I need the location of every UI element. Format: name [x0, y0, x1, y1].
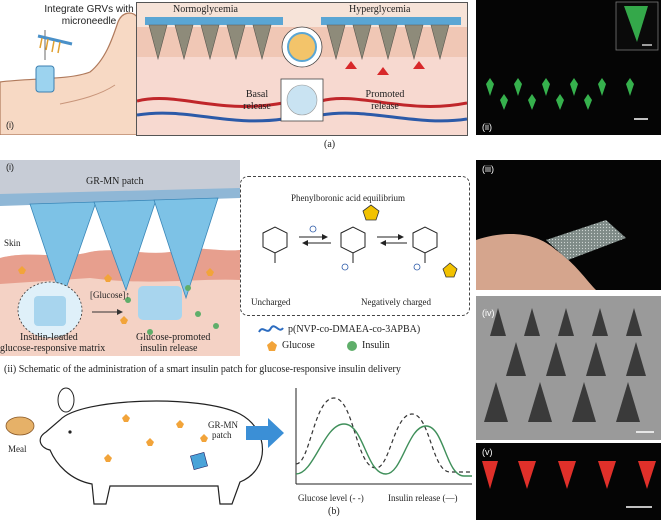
axis-glucose-label: Glucose level (- -): [298, 493, 364, 503]
glucose-arrow-label: [Glucose]↑: [90, 290, 130, 300]
panel-b-i-sub-label: (i): [6, 162, 14, 172]
photo-v-svg: [482, 461, 656, 508]
glucose-legend-icon: [267, 341, 277, 351]
normoglycemia-label: Normoglycemia: [173, 4, 238, 15]
promoted-release-label: Promoted release: [365, 89, 405, 112]
promoted-label-1: Glucose-promoted: [136, 332, 211, 343]
matrix-label-1: Insulin-loaded: [20, 332, 78, 343]
blue-arrow: [246, 418, 284, 448]
axis-insulin-label: Insulin release (—): [388, 493, 458, 503]
callout-text: Integrate GRVs with microneedle: [44, 4, 134, 27]
panel-b-caption: (b): [328, 506, 340, 517]
glucose-insulin-plot: [295, 388, 472, 485]
pig-patch-label-2: patch: [212, 430, 232, 440]
polymer-legend-icon: [258, 325, 284, 333]
pig-patch-label-1: GR-MN: [208, 420, 239, 430]
fluorescence-image: (ii): [476, 0, 661, 135]
photo-iii-svg: [476, 220, 626, 290]
photo-iii-label: (iii): [482, 164, 494, 174]
legend-glucose: Glucose: [282, 340, 315, 351]
photo-iv-label: (iv): [482, 308, 495, 318]
panel-a: Integrate GRVs with microneedle (i): [0, 0, 661, 155]
insulin-legend-icon: [347, 341, 357, 351]
matrix-label-2: glucose-responsive matrix: [0, 343, 106, 354]
uncharged-label: Uncharged: [251, 297, 291, 307]
photo-iv-svg: [476, 296, 661, 440]
pig-illustration: [5, 387, 263, 505]
patch-skin-svg: [0, 160, 240, 356]
arm-illustration: [0, 12, 140, 135]
pba-equilibrium-box: Phenylboronic acid equilibrium Uncharged…: [240, 176, 470, 316]
patch-label: GR-MN patch: [86, 176, 144, 187]
skin-label: Skin: [4, 238, 21, 248]
negatively-charged-label: Negatively charged: [361, 297, 432, 307]
pba-structures: [262, 204, 458, 278]
glycemia-diagram: Normoglycemia Hyperglycemia Basal releas…: [136, 2, 468, 136]
equilibrium-title: Phenylboronic acid equilibrium: [291, 193, 405, 203]
promoted-label-2: insulin release: [140, 343, 198, 354]
legend-polymer: p(NVP-co-DMAEA-co-3APBA): [288, 324, 421, 335]
glycemia-svg: [137, 3, 467, 135]
photo-v: (v): [476, 443, 661, 520]
schematic-title: (ii) Schematic of the administration of …: [4, 364, 401, 375]
panel-b-i: (i) GR-MN patch Skin [Glucose]↑ Insulin-…: [0, 160, 474, 356]
fluorescence-svg: [486, 1, 659, 120]
photo-iv: (iv): [476, 296, 661, 440]
fluorescence-label: (ii): [482, 122, 492, 132]
basal-release-label: Basal release: [243, 89, 271, 112]
panel-a-caption: (a): [324, 139, 336, 150]
photo-v-label: (v): [482, 447, 493, 457]
meal-label: Meal: [8, 444, 27, 454]
legend-insulin: Insulin: [362, 340, 390, 351]
hyperglycemia-label: Hyperglycemia: [349, 4, 411, 15]
photo-iii: (iii): [476, 160, 661, 290]
microneedle-icon: [37, 34, 73, 54]
panel-a-sub-label: (i): [6, 120, 14, 130]
